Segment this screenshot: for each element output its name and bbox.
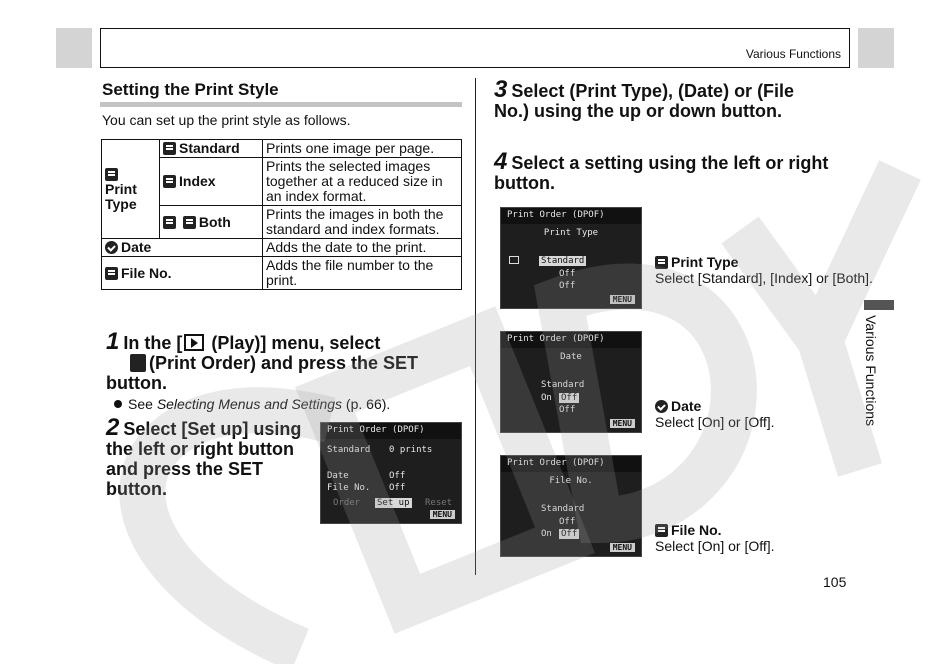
lcd-date: Print Order (DPOF) Date Standard On Off … xyxy=(500,331,642,433)
step-1-note: See Selecting Menus and Settings (p. 66)… xyxy=(114,396,390,412)
side-tab-marker xyxy=(864,300,894,310)
page-header: Various Functions xyxy=(100,28,850,68)
caption-date: Date Select [On] or [Off]. xyxy=(655,398,775,430)
print-order-icon xyxy=(130,354,146,372)
print-type-icon xyxy=(105,167,118,181)
section-title: Setting the Print Style xyxy=(102,80,279,99)
print-style-table: Print Type Standard Prints one image per… xyxy=(101,139,462,290)
table-row: Index Prints the selected images togethe… xyxy=(102,157,462,206)
date-cell: Date xyxy=(101,238,263,257)
page-number: 105 xyxy=(823,574,847,590)
file-no-icon xyxy=(655,524,668,537)
section-rule xyxy=(100,102,462,107)
both-cell: Both xyxy=(159,205,263,239)
file-no-desc: Adds the file number to the print. xyxy=(262,256,462,290)
both-desc: Prints the images in both the standard a… xyxy=(262,205,462,239)
side-label: Various Functions xyxy=(863,315,879,427)
caption-file-no: File No. Select [On] or [Off]. xyxy=(655,522,775,554)
standard-icon xyxy=(163,215,176,229)
date-icon xyxy=(655,400,668,413)
table-row: Both Prints the images in both the stand… xyxy=(102,205,462,239)
print-type-icon xyxy=(655,256,668,269)
index-icon xyxy=(163,175,176,188)
print-type-icon xyxy=(509,256,519,264)
bullet-icon xyxy=(114,400,122,408)
corner-tab-left xyxy=(56,28,92,68)
corner-tab-right xyxy=(858,28,894,68)
standard-cell: Standard xyxy=(159,139,263,158)
column-divider xyxy=(475,78,476,575)
caption-print-type: Print Type Select [Standard], [Index] or… xyxy=(655,254,873,286)
file-no-cell: File No. xyxy=(101,256,263,290)
play-icon xyxy=(184,334,205,351)
index-desc: Prints the selected images together at a… xyxy=(262,157,462,206)
file-no-icon xyxy=(105,266,118,280)
intro-text: You can set up the print style as follow… xyxy=(102,112,351,128)
table-row: Date Adds the date to the print. xyxy=(101,238,462,257)
index-icon xyxy=(182,215,196,229)
lcd-file-no: Print Order (DPOF) File No. Standard Off… xyxy=(500,455,642,557)
date-icon xyxy=(105,241,118,254)
standard-icon xyxy=(163,142,176,155)
standard-desc: Prints one image per page. xyxy=(262,139,462,158)
lcd-print-order: Print Order (DPOF) Standard 0 prints Dat… xyxy=(320,422,462,524)
index-cell: Index xyxy=(159,157,263,206)
lcd-print-type: Print Order (DPOF) Print Type Standard O… xyxy=(500,207,642,309)
date-desc: Adds the date to the print. xyxy=(262,238,462,257)
header-section: Various Functions xyxy=(745,47,841,61)
table-row: Print Type Standard Prints one image per… xyxy=(101,139,462,239)
print-type-cell: Print Type xyxy=(101,139,160,239)
table-row: File No. Adds the file number to the pri… xyxy=(101,256,462,290)
